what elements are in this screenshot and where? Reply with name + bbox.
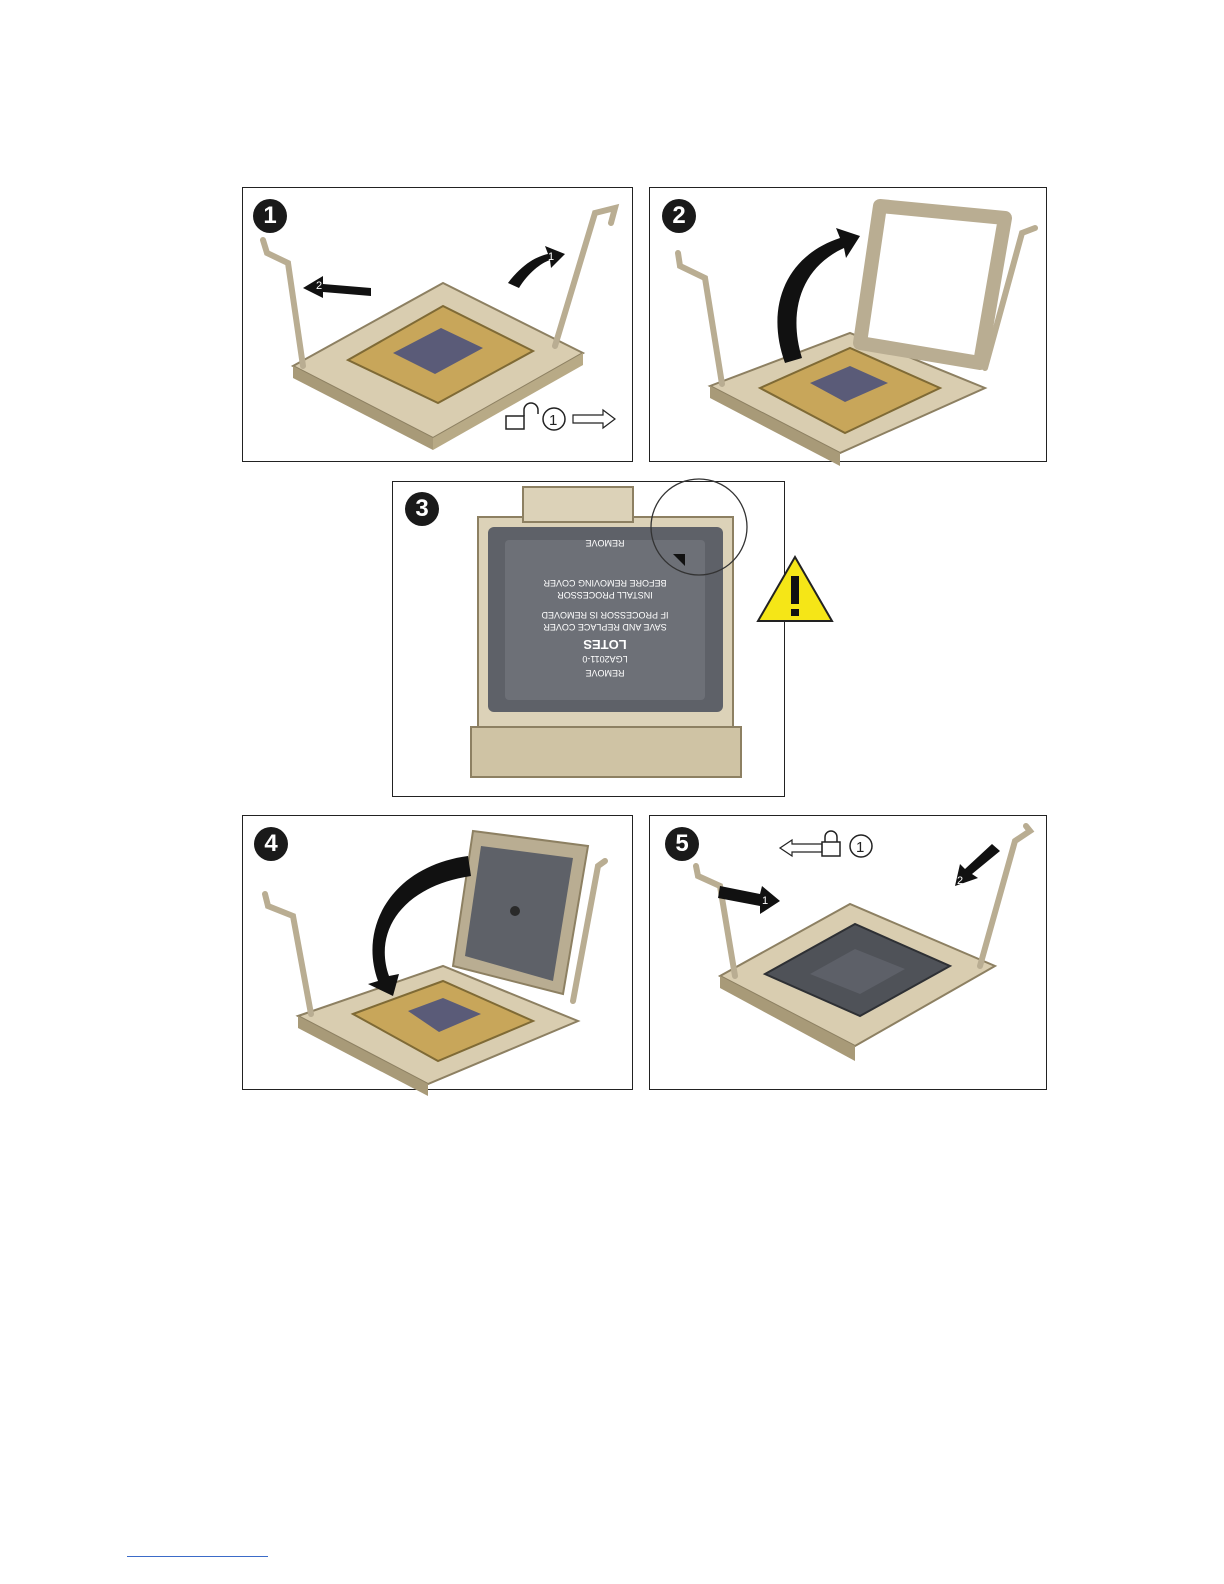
svg-text:REMOVE: REMOVE: [585, 668, 624, 678]
warning-icon: [755, 554, 835, 624]
arrow-label-2: 2: [316, 280, 322, 292]
svg-text:LOTES: LOTES: [583, 637, 627, 652]
svg-text:1: 1: [549, 412, 557, 429]
svg-text:INSTALL PROCESSOR: INSTALL PROCESSOR: [557, 590, 653, 600]
step-2-illustration: [650, 188, 1048, 463]
arrow-label-1: 1: [548, 251, 554, 263]
svg-text:2: 2: [957, 875, 963, 887]
svg-text:BEFORE REMOVING COVER: BEFORE REMOVING COVER: [543, 578, 667, 588]
svg-text:SAVE AND REPLACE COVER: SAVE AND REPLACE COVER: [543, 622, 667, 632]
footer-rule: [127, 1556, 268, 1557]
step-4-panel: 4: [242, 815, 633, 1090]
svg-text:LGA2011-0: LGA2011-0: [582, 654, 627, 664]
arrow-right-icon: [718, 886, 780, 914]
svg-text:1: 1: [762, 895, 768, 907]
arrow-left-icon: [780, 840, 822, 856]
unlock-icon: [506, 403, 538, 429]
step-2-panel: 2: [649, 187, 1047, 462]
step-1-panel: 1 2 1 1: [242, 187, 633, 462]
arrow-left-icon: [303, 276, 371, 298]
svg-text:REMOVE: REMOVE: [585, 538, 624, 548]
step-3-panel: 3 REMOVE LGA2011-0 LOTES SAVE AND REPLAC…: [392, 481, 785, 797]
lock-icon: [822, 831, 840, 856]
arrow-right-icon: [508, 246, 565, 288]
lock-step-label: 1: [856, 839, 864, 856]
step-3-illustration: REMOVE LGA2011-0 LOTES SAVE AND REPLACE …: [393, 482, 786, 798]
step-1-illustration: 2 1 1: [243, 188, 634, 463]
step-5-panel: 5 1 1 2: [649, 815, 1047, 1090]
step-5-illustration: 1 1 2: [650, 816, 1048, 1091]
svg-text:IF PROCESSOR IS REMOVED: IF PROCESSOR IS REMOVED: [541, 610, 669, 620]
step-4-illustration: [243, 816, 634, 1091]
